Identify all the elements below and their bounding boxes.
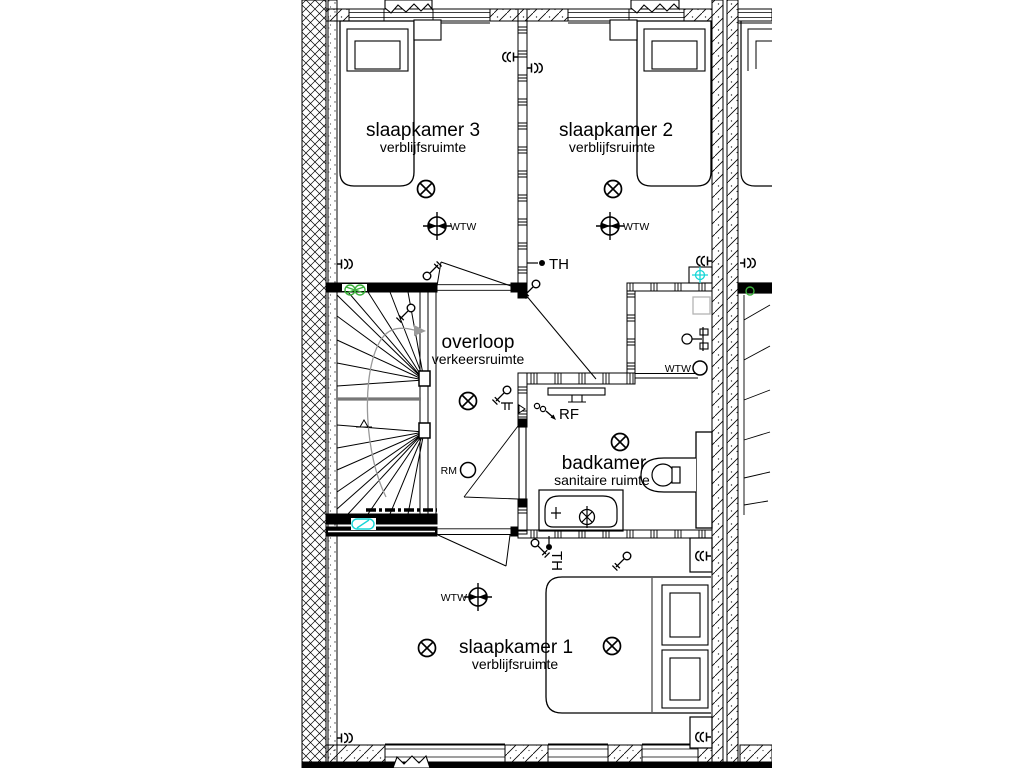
shower-head-icon: [681, 333, 693, 345]
roof-cut-symbol: [392, 754, 431, 768]
wall-socket-icon: [739, 257, 756, 269]
door-bedroom3: [436, 261, 512, 287]
room-label-bedroom3: slaapkamer 3: [366, 120, 480, 141]
installation-symbols: [336, 51, 713, 744]
room-type-bedroom2: verblijfsruimte: [569, 139, 656, 155]
toilet-duct: [695, 431, 713, 529]
wall-socket-icon: [526, 62, 543, 74]
nightstand: [609, 19, 638, 41]
stair-newel-post: [418, 370, 431, 387]
canvas-blank-area: [772, 0, 1024, 768]
th-label: TH: [549, 256, 569, 273]
vent-valve-cyan-icon: [692, 267, 708, 283]
staircase: [336, 291, 431, 515]
left-inner-wall-leaf: [327, 0, 338, 768]
shower: [681, 296, 711, 351]
bathtub: [538, 489, 624, 532]
doors: [436, 261, 597, 567]
ceiling-light-icon: [417, 638, 437, 658]
bed-single-bedroom2: [609, 19, 712, 187]
room-label-bedroom2: slaapkamer 2: [559, 120, 673, 141]
rf-label: RF: [559, 406, 579, 423]
thermostat-lower: [546, 536, 552, 550]
vent-valve-cyan-icon: [351, 518, 375, 530]
room-type-bathroom: sanitaire ruimte: [554, 472, 650, 488]
light-switch-icon: [491, 385, 512, 406]
stairwell-north-wall: [325, 282, 438, 293]
wall-socket-icon: [502, 51, 519, 63]
bathroom-door-leaf: [518, 426, 527, 500]
stair-walking-line: [366, 327, 415, 498]
radiator: [547, 387, 606, 403]
room-type-bedroom3: verblijfsruimte: [380, 139, 467, 155]
shower-north-wall: [626, 282, 713, 292]
wtw-label: WTW: [665, 363, 691, 375]
thermostat-upper: [527, 260, 545, 266]
exterior-walls: [301, 0, 739, 768]
bed-single-bedroom3: [339, 19, 442, 187]
bed-double-bedroom1: [545, 576, 711, 714]
rf-point: [518, 402, 556, 420]
wall-socket-icon: [336, 258, 353, 270]
stairwell-south-wall: [325, 513, 438, 525]
door-bathroom-swing: [463, 425, 519, 500]
roof-cut-symbol: [384, 0, 433, 14]
ceiling-light-icon: [602, 636, 622, 656]
first-tread-marker: [359, 418, 369, 428]
door-bedroom2: [524, 293, 597, 380]
room-label-bedroom1: slaapkamer 1: [459, 637, 573, 658]
shower-drain: [692, 296, 711, 315]
party-wall-leaf-b: [726, 0, 739, 768]
party-wall-leaf-a: [711, 0, 724, 768]
bottom-wall: [301, 743, 773, 768]
wtw-label: WTW: [441, 592, 467, 604]
labels: slaapkamer 3 verblijfsruimte slaapkamer …: [366, 120, 691, 672]
bath-mixer-icon: [581, 506, 593, 528]
left-facade-wall: [301, 0, 327, 768]
wall-socket-icon: [336, 732, 353, 744]
light-switch-icon: [611, 551, 632, 572]
bath-fixture-icon: [551, 507, 561, 519]
vent-valve-green-icon: [344, 284, 366, 296]
bathroom-north-wall: [526, 372, 636, 385]
wtw-vent-point-icon: [463, 582, 493, 612]
switch-detail: [501, 402, 513, 410]
shower-west-wall: [626, 290, 636, 374]
room-label-bathroom: badkamer: [562, 453, 647, 474]
wtw-vent-point-icon: [422, 211, 452, 241]
wall-socket-icon: [696, 255, 713, 267]
ceiling-light-icon: [416, 179, 436, 199]
neighbour-vent-valve: [745, 286, 755, 296]
stair-newel-post: [418, 422, 431, 439]
nightstand: [413, 19, 442, 41]
top-wall: [325, 0, 773, 24]
ceiling-light-icon: [610, 432, 630, 452]
wtw-vent-point-icon: [595, 211, 625, 241]
toilet: [640, 457, 696, 493]
stair-direction-arrow: [414, 325, 426, 336]
room-type-landing: verkeersruimte: [432, 351, 525, 367]
th-label: TH: [548, 551, 565, 571]
wtw-label: WTW: [450, 221, 476, 233]
room-label-landing: overloop: [442, 332, 515, 353]
room-type-bedroom1: verblijfsruimte: [472, 656, 559, 672]
furniture: [339, 19, 712, 714]
ceiling-light-icon: [603, 179, 623, 199]
wtw-vent-circle-icon: [692, 360, 708, 376]
ceiling-light-icon: [458, 391, 478, 411]
smoke-detector-icon: [459, 461, 477, 479]
shower-screen: [635, 373, 698, 379]
neighbour-unit-partial: [737, 21, 773, 515]
rm-label: RM: [441, 465, 457, 477]
roof-cut-symbol: [630, 0, 680, 14]
wall-niche: [689, 716, 713, 749]
door-bedroom1: [437, 534, 511, 567]
wtw-label: WTW: [623, 221, 649, 233]
partition-bedroom3-bedroom2: [517, 8, 528, 284]
